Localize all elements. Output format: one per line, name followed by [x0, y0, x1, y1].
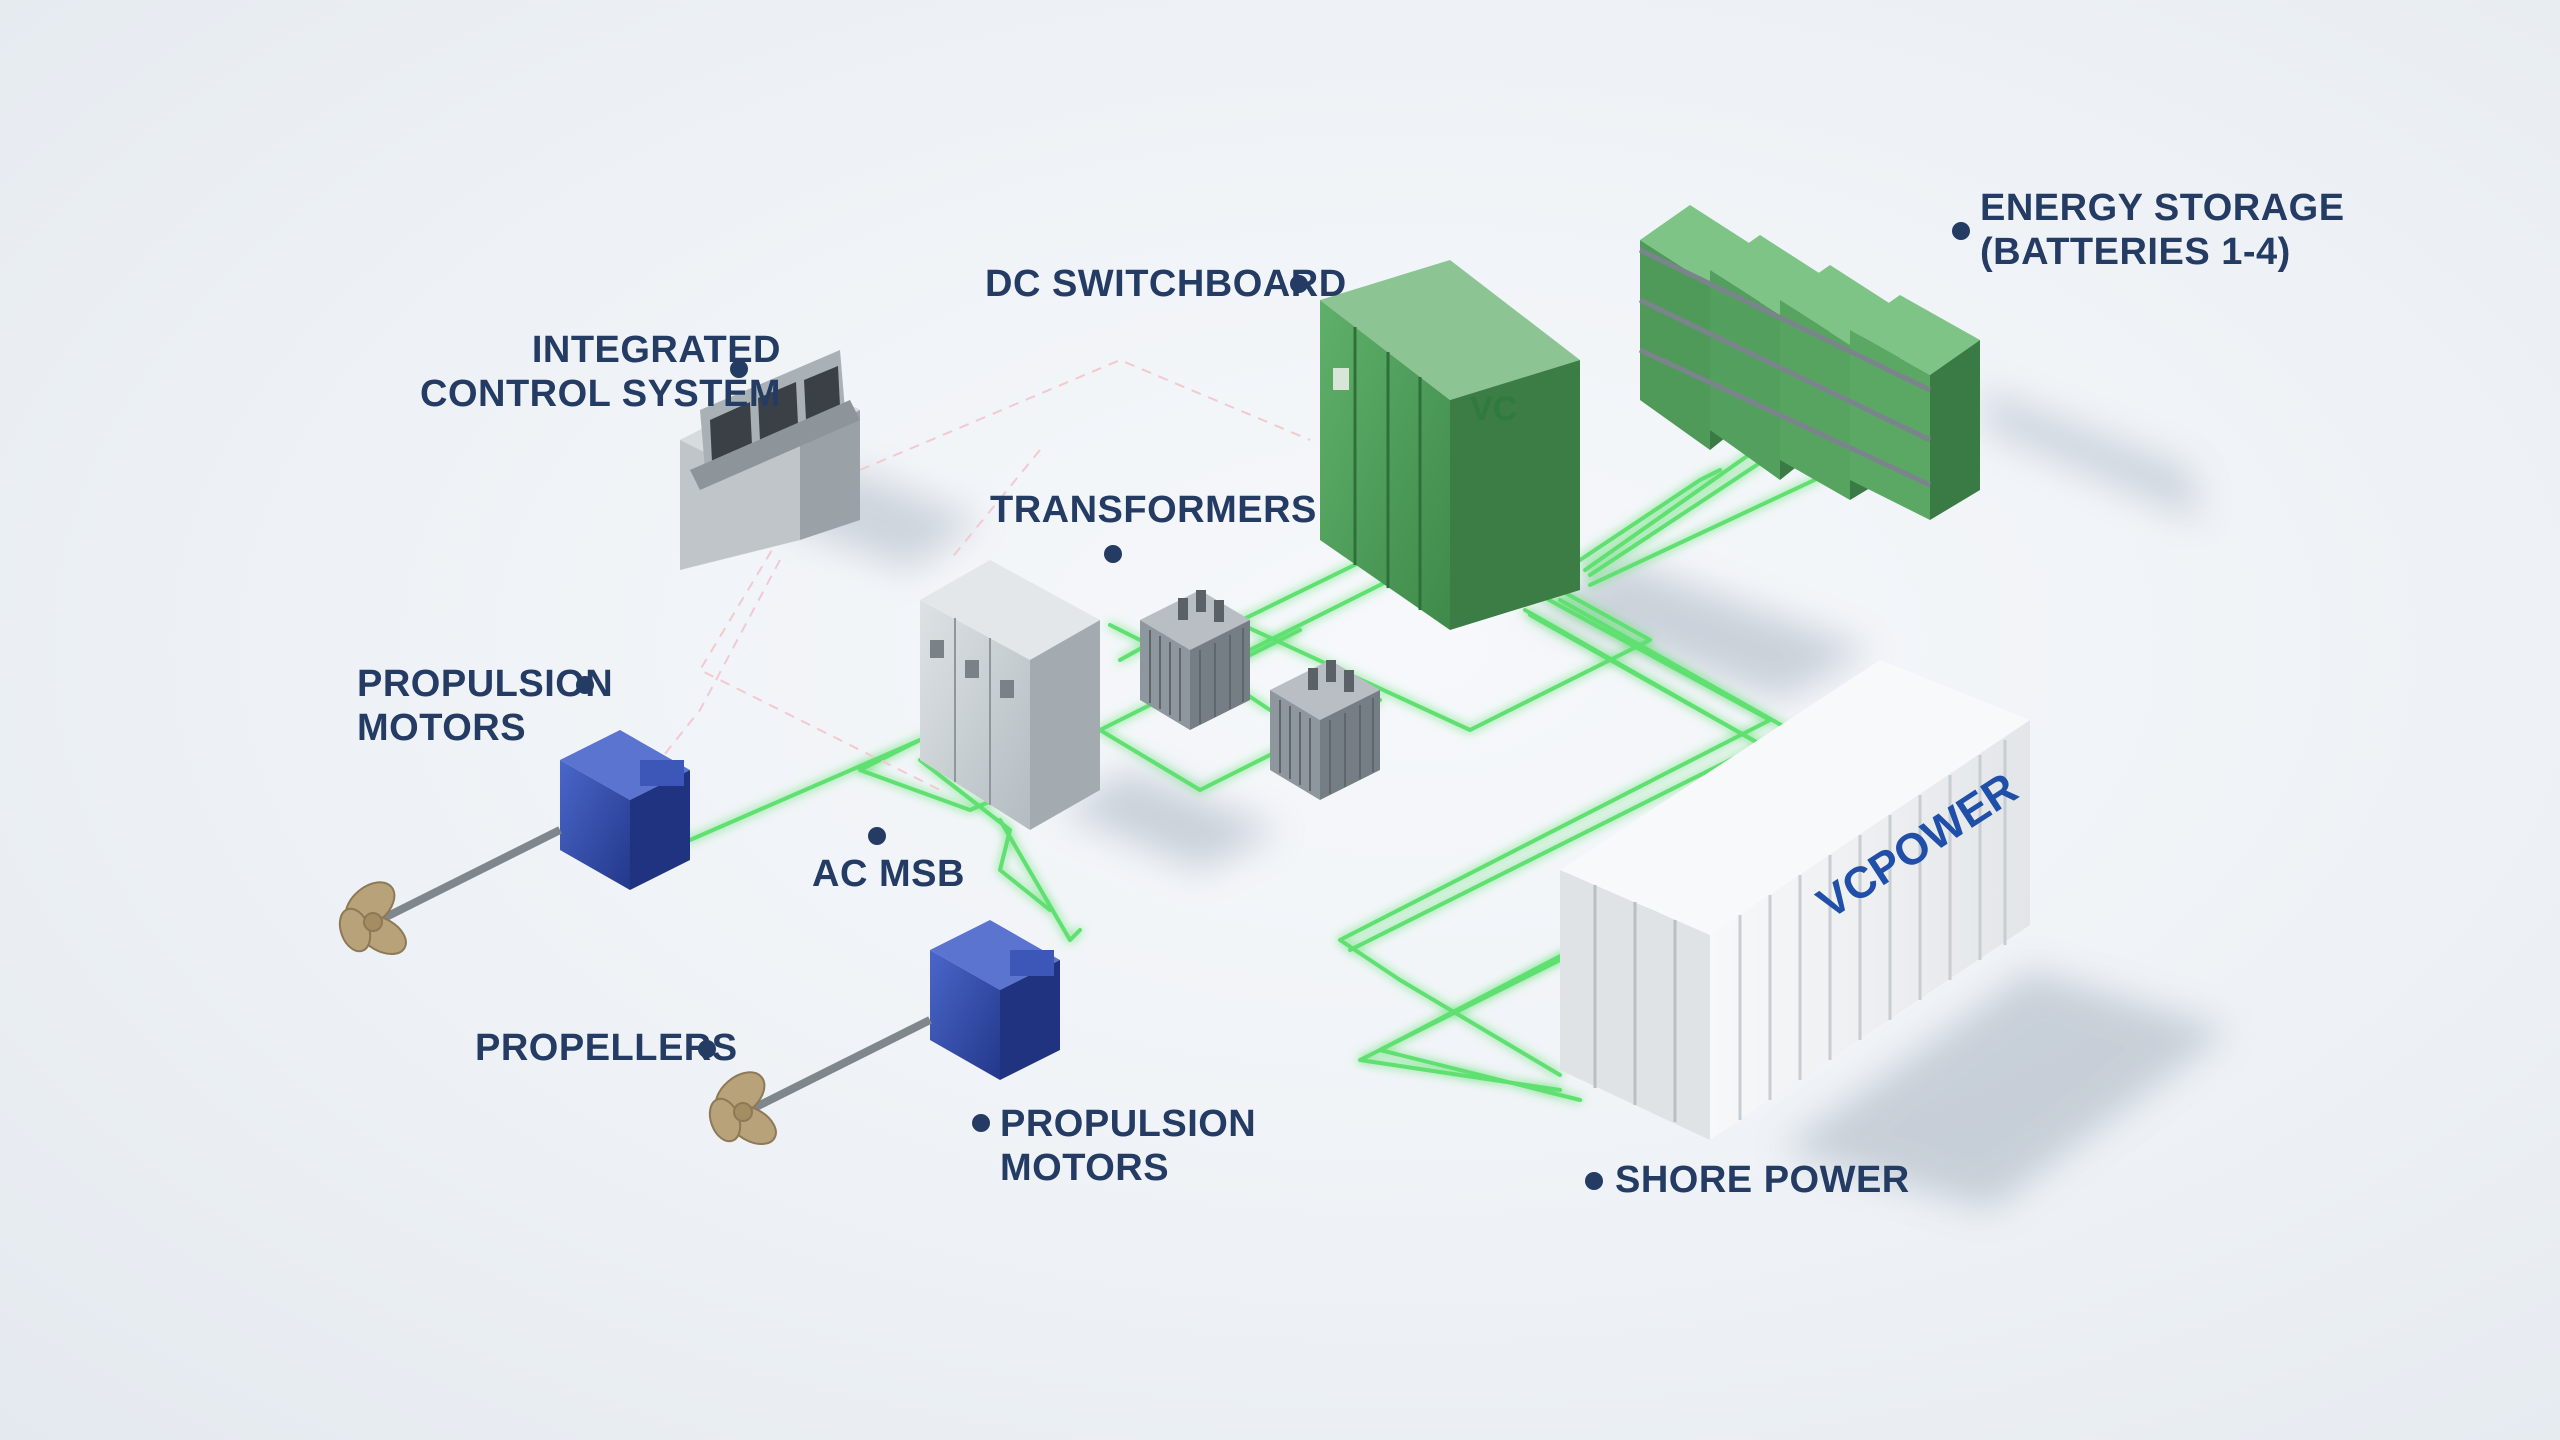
label-dot	[1290, 275, 1308, 293]
label-integrated-control-system: INTEGRATED CONTROL SYSTEM	[420, 329, 781, 415]
label-transformers: TRANSFORMERS	[990, 489, 1317, 531]
motor-bottom	[930, 920, 1060, 1080]
label-dot	[1104, 545, 1122, 563]
label-energy-storage: ENERGY STORAGE (BATTERIES 1-4)	[1980, 187, 2345, 273]
battery-rack-icon	[1638, 205, 1980, 520]
switchboard-logo: VC	[1470, 390, 1517, 428]
label-propulsion-motors-left: PROPULSION MOTORS	[357, 663, 614, 749]
transformer-2	[1270, 660, 1380, 800]
control-lines	[659, 358, 1311, 791]
transformer-1	[1140, 590, 1250, 730]
propeller-left	[338, 881, 407, 955]
control-console-icon	[680, 350, 860, 570]
label-ac-msb: AC MSB	[812, 853, 965, 895]
label-dot	[1952, 222, 1970, 240]
label-dot	[730, 360, 748, 378]
label-propulsion-motors-bottom: PROPULSION MOTORS	[1000, 1103, 1257, 1189]
shipping-container-icon: VCPOWER	[1560, 660, 2030, 1140]
label-dc-switchboard: DC SWITCHBOARD	[985, 263, 1347, 305]
label-dot	[576, 676, 594, 694]
label-dot	[1585, 1172, 1603, 1190]
electric-motor-icon	[560, 730, 1060, 1080]
label-dot	[868, 827, 886, 845]
label-shore-power: SHORE POWER	[1615, 1159, 1910, 1201]
label-propellers: PROPELLERS	[475, 1027, 738, 1069]
label-dot	[698, 1040, 716, 1058]
motor-left	[560, 730, 690, 890]
label-dot	[972, 1114, 990, 1132]
ac-msb-cabinet-icon	[920, 560, 1100, 830]
battery-rack-4	[1850, 295, 1980, 520]
propeller-icon	[338, 826, 932, 1145]
switchboard-cabinet-icon: VC	[1320, 260, 1580, 630]
transformer-icon	[1140, 590, 1380, 800]
propeller-bottom	[708, 1071, 777, 1145]
